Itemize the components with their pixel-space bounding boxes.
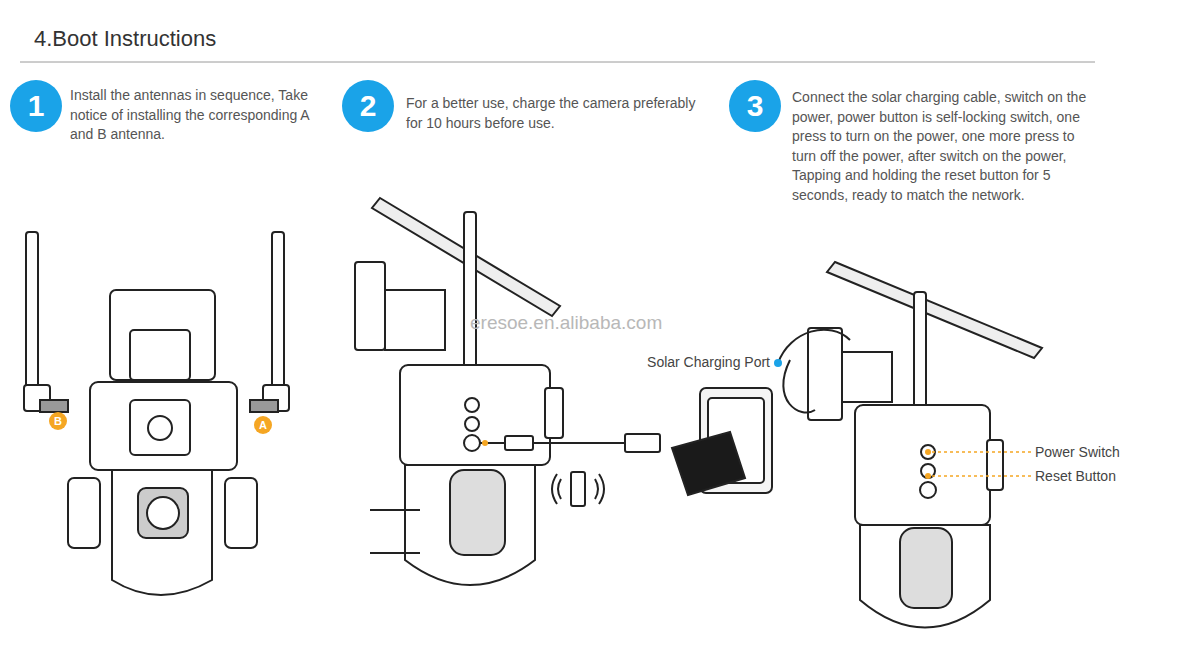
node-text: A [259,419,267,431]
camera-charging-view [355,198,772,585]
antenna-tag: B [49,412,67,430]
camera-solar-view [778,262,1042,628]
leader-dot [925,449,931,455]
step-number: 3 [729,80,781,132]
watermark: eresoe.en.alibaba.com [470,313,750,333]
step-number: 1 [10,80,62,132]
port-dot [774,359,782,367]
leader-lines [932,452,1032,476]
leader-dot [925,473,931,479]
part-label: Solar Charging Port [560,353,770,373]
node-text: B [54,415,62,427]
part-label: Power Switch [1035,443,1165,463]
part-label: Reset Button [1035,467,1165,487]
node-text: 1 [28,89,45,123]
camera-antenna-view [24,232,289,595]
node-text: 3 [747,89,764,123]
node-text: 2 [360,89,377,123]
page-title: 4.Boot Instructions [34,26,216,52]
antenna-tag: A [254,416,272,434]
step-text: For a better use, charge the camera pref… [406,94,696,133]
step-text: Install the antennas in sequence, Take n… [70,86,332,145]
step-text: Connect the solar charging cable, switch… [792,88,1092,205]
title-rule [20,62,1095,63]
step-number: 2 [342,80,394,132]
leader-dot [482,440,488,446]
